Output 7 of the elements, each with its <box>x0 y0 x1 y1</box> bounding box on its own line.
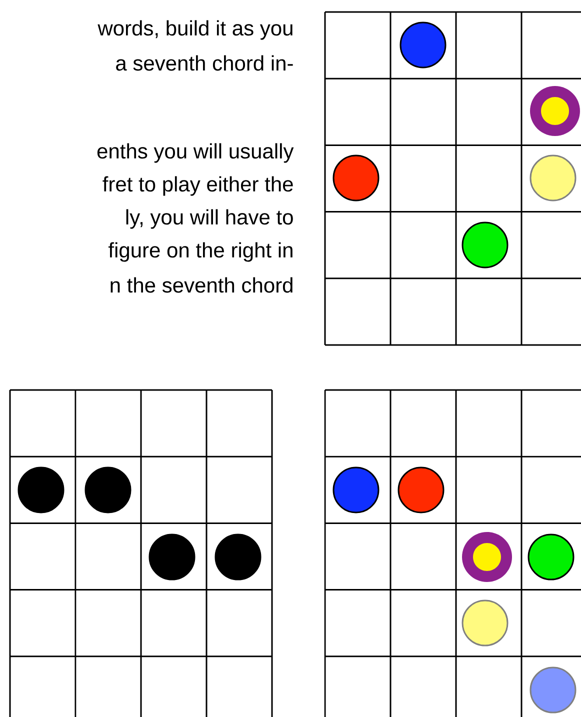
text-line: words, build it as you <box>98 20 292 40</box>
text-line: figure on the right in <box>108 242 292 262</box>
text-line: enths you will usually <box>97 143 294 163</box>
text-line: fret to play either the <box>102 176 293 196</box>
text-line: n the seventh chord <box>110 277 292 293</box>
text-line: a seventh chord in- <box>116 55 293 71</box>
text-line: ly, you will have to <box>126 209 293 229</box>
